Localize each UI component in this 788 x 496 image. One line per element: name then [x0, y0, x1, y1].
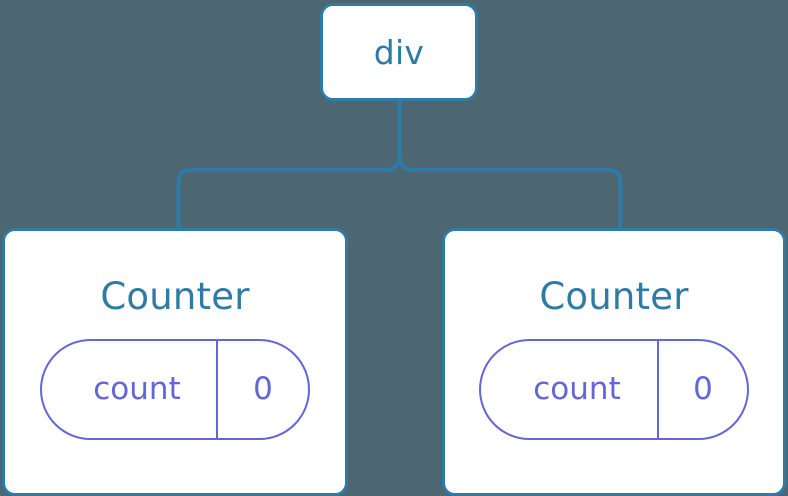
- component-title: Counter: [539, 275, 689, 318]
- connector-branch-left: [176, 151, 402, 230]
- component-card-counter-0[interactable]: Counter count 0: [2, 228, 348, 496]
- root-node-div[interactable]: div: [320, 3, 478, 101]
- state-pill: count 0: [479, 339, 749, 440]
- state-pill: count 0: [40, 339, 310, 440]
- connector-branch-right: [397, 151, 623, 230]
- component-title: Counter: [100, 275, 250, 318]
- state-key: count: [93, 371, 181, 407]
- state-key: count: [533, 371, 621, 407]
- component-card-counter-1[interactable]: Counter count 0: [442, 228, 786, 496]
- state-value: 0: [657, 341, 747, 438]
- state-value: 0: [216, 341, 308, 438]
- root-node-label: div: [373, 32, 425, 72]
